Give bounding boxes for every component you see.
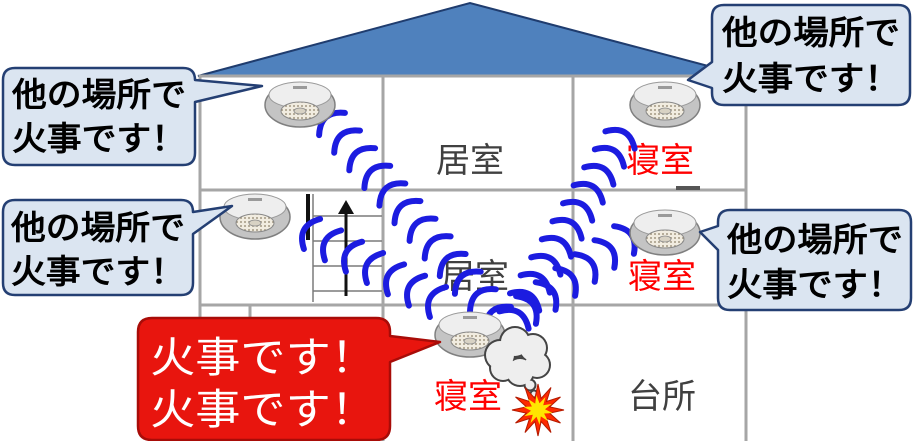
- wave-arc: [496, 306, 532, 332]
- wave-arc: [299, 216, 324, 252]
- speech-bubble-middle-right: 他の場所で 火事です！: [698, 208, 913, 312]
- wave-arc: [571, 251, 599, 285]
- wave-arc: [383, 261, 408, 298]
- alarm-speech-bubble: 火事です！ 火事です！: [136, 316, 442, 441]
- wave-stream-middle-left: [299, 216, 450, 320]
- wave-arc: [361, 162, 394, 191]
- wave-arc: [467, 286, 499, 315]
- bubble-line-1: 他の場所で: [726, 220, 903, 259]
- wave-arc: [341, 238, 366, 275]
- bubble-line-1: 他の場所で: [11, 75, 186, 114]
- wave-arc: [570, 180, 606, 206]
- wave-arc: [346, 144, 379, 174]
- wave-arc: [362, 250, 387, 286]
- wave-arc: [320, 227, 345, 264]
- smoke-detector-icon: [629, 81, 701, 128]
- smoke-detector-icon: [264, 81, 336, 128]
- roof: [197, 1, 747, 77]
- room-label-bottom-middle: 寝室: [434, 377, 502, 417]
- bubble-line-1: 他の場所で: [10, 208, 185, 247]
- wave-arc: [376, 180, 409, 209]
- wave-arc: [404, 272, 429, 309]
- wave-arc: [549, 216, 585, 242]
- wave-arc: [591, 144, 627, 170]
- speech-bubble-top-left: 他の場所で 火事です！: [1, 66, 264, 167]
- wave-arc: [451, 268, 484, 297]
- wave-arc: [591, 237, 619, 271]
- fire-burst-icon: [511, 383, 565, 437]
- signal-waves: [299, 109, 638, 333]
- wave-arc: [581, 162, 617, 188]
- bubble-line-2: 火事です！: [12, 119, 186, 158]
- bubble-line-2: 火事です！: [727, 265, 903, 304]
- room-label-bottom-right: 台所: [628, 377, 696, 417]
- wave-arc: [391, 197, 424, 227]
- wave-arc: [602, 126, 638, 152]
- bubble-line-2: 火事です！: [11, 252, 185, 291]
- fire-burst-inner: [523, 395, 553, 425]
- room-label-middle-middle: 居室: [441, 257, 509, 297]
- wave-arc: [406, 215, 439, 244]
- smoke-detector-icon: [629, 209, 701, 256]
- speech-bubble-top-right: 他の場所で 火事です！: [686, 3, 912, 107]
- wave-arc: [507, 288, 543, 314]
- wave-arc: [538, 234, 574, 260]
- bubble-line-1: 他の場所で: [721, 13, 900, 52]
- room-label-top-middle: 居室: [436, 141, 504, 181]
- wave-arc: [425, 284, 450, 320]
- wave-arc: [513, 293, 540, 327]
- wave-stream-middle-right: [513, 223, 638, 327]
- wave-arc: [436, 250, 469, 280]
- wave-arc: [560, 198, 596, 224]
- smoke-cloud-icon: [484, 326, 551, 399]
- wave-arc: [421, 233, 454, 262]
- wave-arc: [532, 279, 560, 313]
- bubble-line-2: 火事です！: [722, 59, 900, 98]
- wave-arc: [331, 127, 363, 156]
- alarm-line-1: 火事です！: [150, 333, 376, 382]
- wave-arc: [552, 265, 579, 299]
- smoke-detector-icon: [219, 193, 291, 240]
- alarm-line-2: 火事です！: [150, 385, 376, 434]
- speech-bubble-middle-left: 他の場所で 火事です！: [1, 198, 234, 297]
- room-label-middle-right: 寝室: [628, 257, 696, 297]
